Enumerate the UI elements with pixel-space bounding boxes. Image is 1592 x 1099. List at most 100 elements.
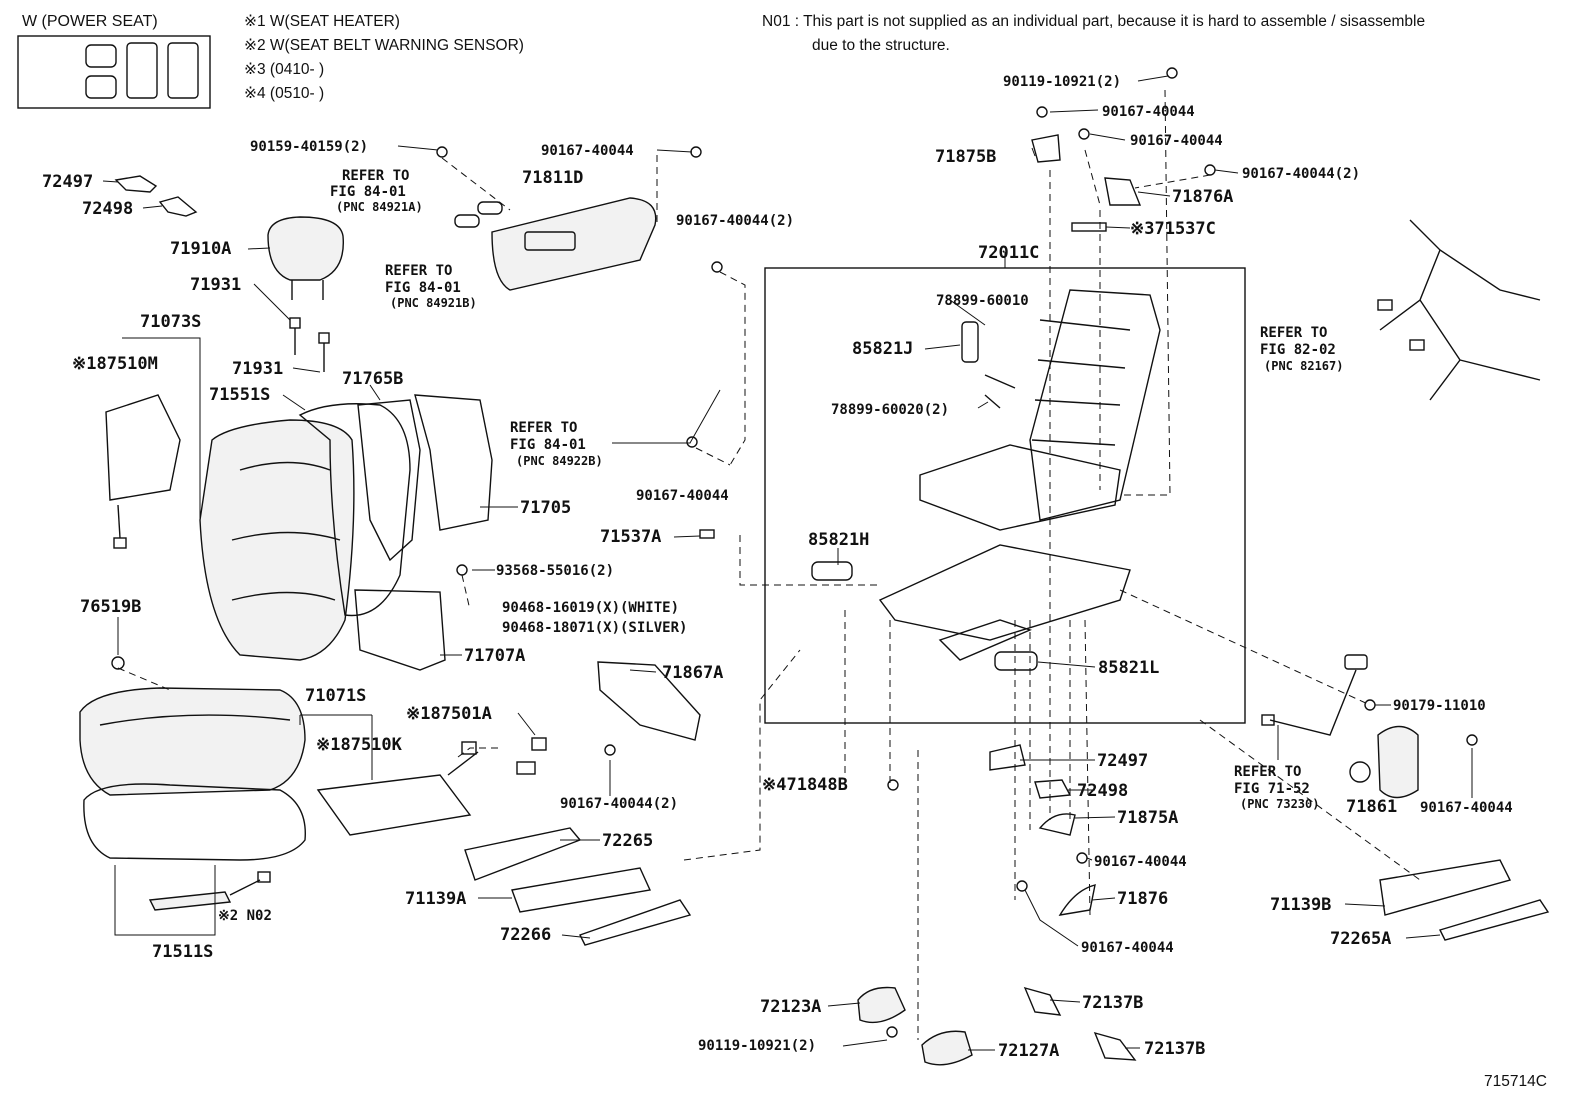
label-85821H: 85821H (808, 530, 869, 550)
seat-frame-drawing (878, 289, 1161, 661)
label-71876A: 71876A (1172, 187, 1233, 207)
motor-drawing-85821J (961, 321, 1016, 409)
label-71139A: 71139A (405, 889, 466, 909)
label-90468-18071: 90468-18071(X)(SILVER) (502, 620, 687, 636)
label-72266: 72266 (500, 925, 551, 945)
bottom-cover-drawings (857, 986, 1137, 1066)
label-78899-60020: 78899-60020(2) (831, 402, 949, 418)
label-71867A: 71867A (662, 663, 723, 683)
label-72011C: 72011C (978, 243, 1039, 263)
seat-belt-buckle-drawing (1261, 654, 1368, 736)
refer-note-84921B: REFER TO FIG 84-01 (PNC 84921B) (385, 263, 477, 310)
seat-cushion-cover-drawing (79, 687, 306, 796)
label-72497-b: 72497 (1097, 751, 1148, 771)
svg-text:(PNC 84922B): (PNC 84922B) (516, 454, 603, 468)
label-71848B: ※471848B (762, 775, 848, 795)
label-71511S: 71511S (152, 942, 213, 962)
label-76519B: 76519B (80, 597, 141, 617)
label-71537A: 71537A (600, 527, 661, 547)
track-cover-drawings-right (1379, 859, 1550, 941)
svg-text:FIG 84-01: FIG 84-01 (510, 437, 586, 453)
label-90119-10921-b: 90119-10921(2) (698, 1038, 816, 1054)
label-71139B: 71139B (1270, 895, 1331, 915)
label-85821J: 85821J (852, 339, 913, 359)
headrest-drawing (267, 216, 344, 300)
svg-text:REFER TO: REFER TO (510, 420, 577, 436)
svg-text:REFER TO: REFER TO (1234, 764, 1301, 780)
seat-belt-sensor-drawing (148, 871, 271, 911)
label-72497-a: 72497 (42, 172, 93, 192)
label-71875B: 71875B (935, 147, 996, 167)
variant-title: W (POWER SEAT) (22, 13, 158, 30)
svg-text:(PNC 82167): (PNC 82167) (1264, 359, 1343, 373)
svg-text:FIG 82-02: FIG 82-02 (1260, 342, 1336, 358)
label-71931-a: 71931 (190, 275, 241, 295)
label-71537C: ※371537C (1130, 219, 1216, 239)
label-71073S: 71073S (140, 312, 201, 332)
headrest-guide-drawing (289, 317, 330, 372)
label-90119-10921-a: 90119-10921(2) (1003, 74, 1121, 90)
seatback-pad-drawing (298, 403, 411, 617)
seatback-cover-drawing (199, 419, 355, 661)
clip-drawing-top-left (114, 175, 198, 217)
label-90167-40044-h: 90167-40044 (1094, 854, 1187, 870)
label-187510M: ※187510M (72, 354, 158, 374)
note-3: ※3 (0410- ) (244, 61, 324, 78)
power-seat-switch-inset (17, 35, 211, 109)
svg-text:FIG 84-01: FIG 84-01 (385, 280, 461, 296)
label-85821L: 85821L (1098, 658, 1159, 678)
svg-text:(PNC 84921B): (PNC 84921B) (390, 296, 477, 310)
frame-assembly-box (764, 267, 1246, 724)
label-90167-40044-b: 90167-40044(2) (676, 213, 794, 229)
svg-text:FIG 71-52: FIG 71-52 (1234, 781, 1310, 797)
label-90167-40044-a: 90167-40044 (541, 143, 634, 159)
label-71071S: 71071S (305, 686, 366, 706)
label-90179-11010: 90179-11010 (1393, 698, 1486, 714)
label-72127A: 72127A (998, 1041, 1059, 1061)
label-71876: 71876 (1117, 889, 1168, 909)
wire-harness-drawing (1377, 219, 1541, 401)
recliner-cover-drawing (1349, 725, 1419, 799)
track-cover-drawings-left (464, 827, 692, 946)
label-93568-55016: 93568-55016(2) (496, 563, 614, 579)
svg-text:REFER TO: REFER TO (342, 168, 409, 184)
label-72123A: 72123A (760, 997, 821, 1017)
power-seat-switch-icon (85, 42, 199, 99)
refer-note-84921A: REFER TO FIG 84-01 (PNC 84921A) (330, 168, 423, 214)
label-72137B-a: 72137B (1082, 993, 1143, 1013)
svg-text:(PNC 73230): (PNC 73230) (1240, 797, 1319, 811)
seatback-heater-drawing (105, 394, 181, 549)
label-71811D: 71811D (522, 168, 583, 188)
dashed-lines (117, 89, 1421, 1040)
leader-lines (102, 75, 1473, 1051)
label-187501A: ※187501A (406, 704, 492, 724)
label-71910A: 71910A (170, 239, 231, 259)
heater-connector-drawing (516, 737, 547, 775)
label-72265A: 72265A (1330, 929, 1391, 949)
label-90468-16019: 90468-16019(X)(WHITE) (502, 600, 679, 616)
svg-text:FIG 84-01: FIG 84-01 (330, 184, 406, 200)
label-90167-40044-e: 90167-40044 (1102, 104, 1195, 120)
label-187510K: ※187510K (316, 735, 403, 755)
note-1: ※1 W(SEAT HEATER) (244, 13, 400, 30)
svg-text:REFER TO: REFER TO (1260, 325, 1327, 341)
cushion-heater-drawing (316, 741, 479, 836)
label-72498-b: 72498 (1077, 781, 1128, 801)
label-90167-40044-g: 90167-40044(2) (1242, 166, 1360, 182)
note-n01-line1: N01 : This part is not supplied as an in… (762, 13, 1425, 30)
label-72265: 72265 (602, 831, 653, 851)
label-90167-40044-c: 90167-40044 (636, 488, 729, 504)
motor-drawing-85821L (994, 651, 1038, 671)
seatback-board-drawing (357, 394, 493, 562)
label-71705: 71705 (520, 498, 571, 518)
seat-cushion-pad-drawing (83, 783, 306, 861)
label-72137B-b: 72137B (1144, 1039, 1205, 1059)
motor-drawing-85821H (811, 561, 853, 581)
label-71875A: 71875A (1117, 808, 1178, 828)
label-71707A: 71707A (464, 646, 525, 666)
label-71931-b: 71931 (232, 359, 283, 379)
figure-code: 715714C (1484, 1073, 1547, 1090)
label-78899-60010: 78899-60010 (936, 293, 1029, 309)
